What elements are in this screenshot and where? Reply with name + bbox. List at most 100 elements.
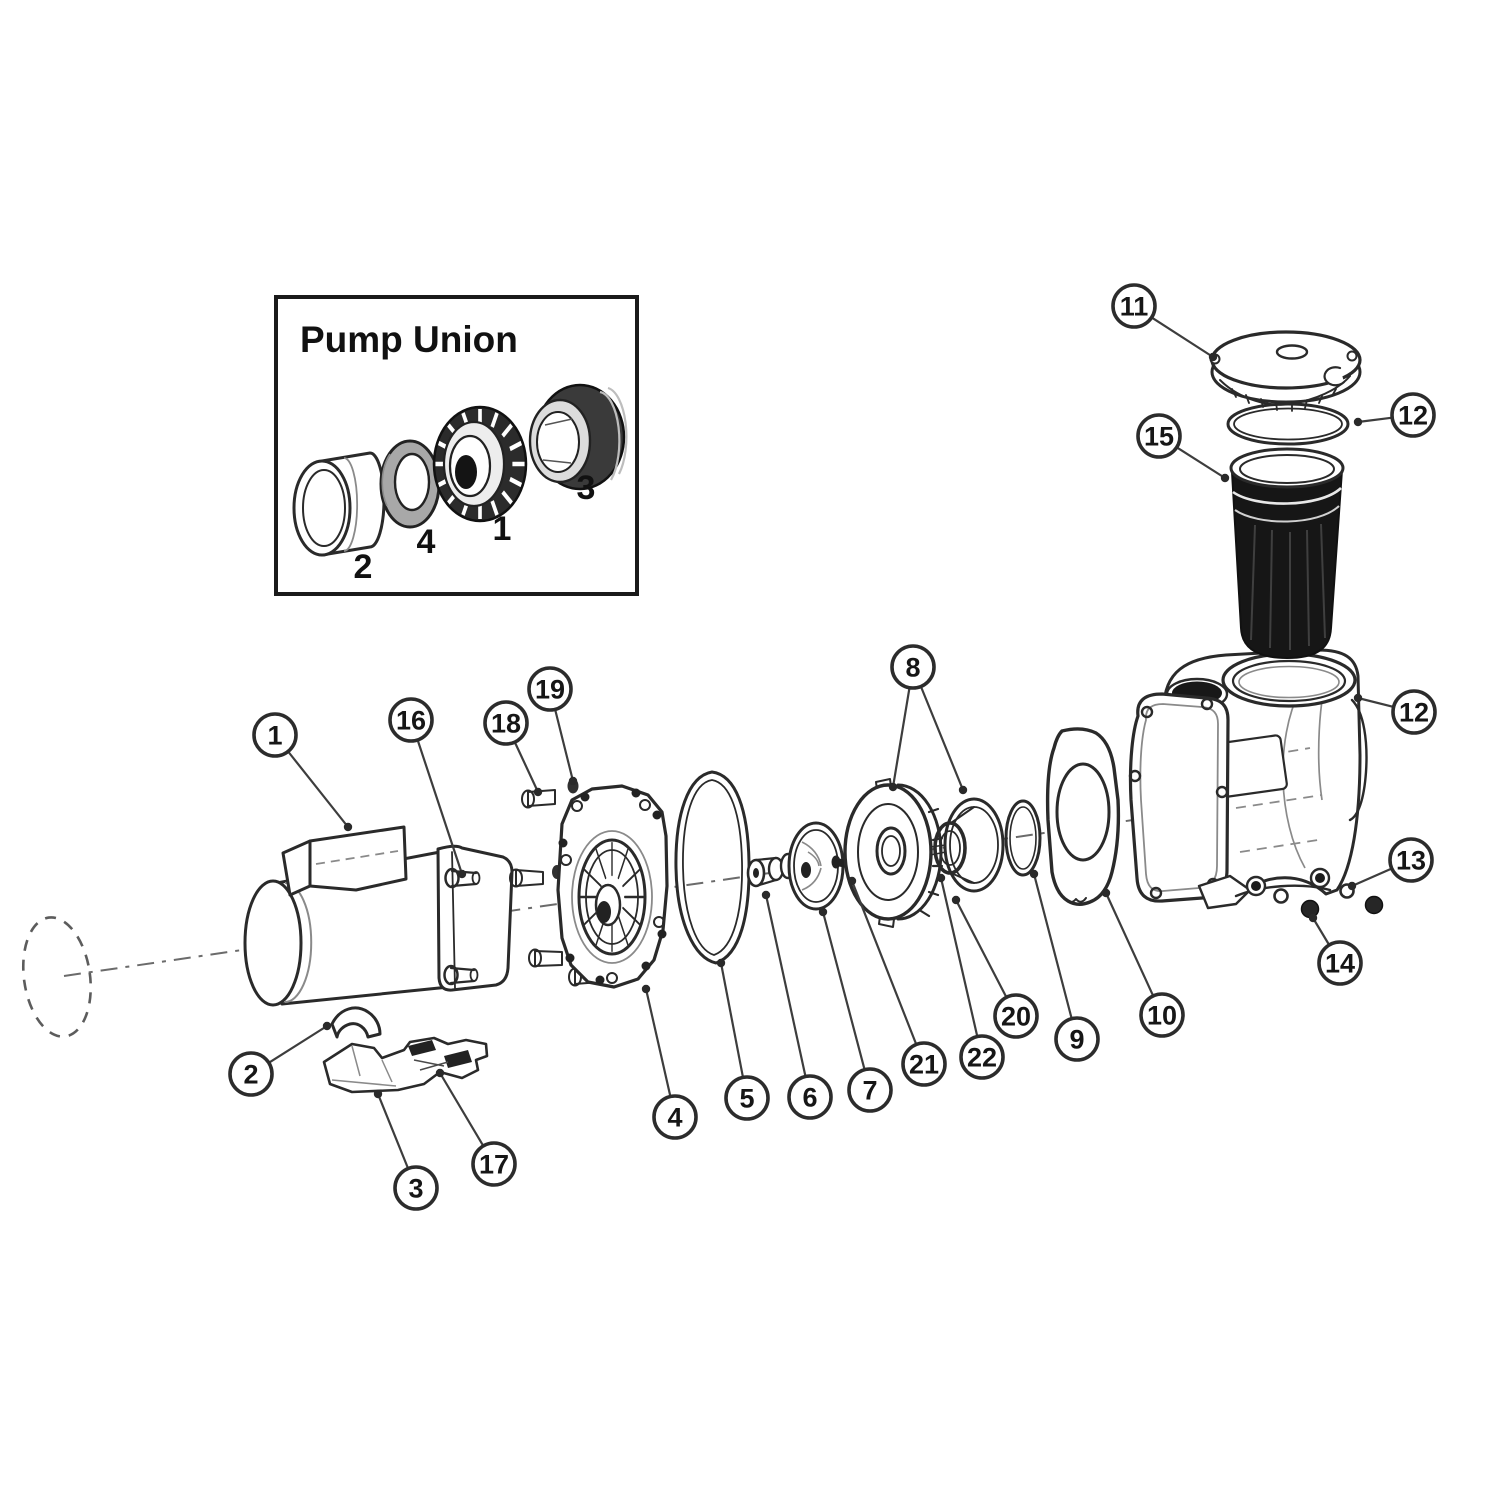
callout-number: 4 [667, 1103, 682, 1133]
callout-22: 22 [936, 873, 1005, 1080]
drain-plug-o-ring [1273, 888, 1289, 904]
callout-number: 1 [267, 721, 282, 751]
callout-bubble [847, 1067, 893, 1113]
callout-leader-line [1357, 696, 1394, 708]
callout-number: 19 [535, 675, 565, 705]
callout-number: 5 [739, 1084, 754, 1114]
callout-leader-line [891, 687, 911, 788]
callout-17: 17 [435, 1068, 517, 1187]
union-adapter [528, 383, 628, 491]
callout-number: 21 [909, 1050, 939, 1080]
callout-leader-line [376, 1093, 410, 1169]
callout-18: 18 [483, 700, 543, 797]
callout-bubble [1136, 413, 1182, 459]
callout-leader-line [764, 894, 807, 1077]
callout-leader-line [554, 709, 575, 782]
callout-bubble [228, 1051, 274, 1097]
drain-boss [1245, 867, 1331, 897]
callout-leader-line [1357, 416, 1393, 424]
callout-number: 12 [1399, 698, 1429, 728]
callout-leader-line [439, 1072, 485, 1147]
callout-number: 17 [479, 1150, 509, 1180]
diffuser-o-ring [1004, 799, 1042, 877]
union-part-label-3: 3 [577, 469, 596, 507]
callout-12: 12 [1353, 392, 1436, 438]
pump-base [322, 1036, 489, 1094]
seal-plate [556, 784, 669, 989]
callout-number: 11 [1120, 292, 1149, 322]
callout-3: 3 [373, 1089, 439, 1211]
callout-bubble [901, 1041, 947, 1087]
callout-bubble [1391, 689, 1437, 735]
callout-target-dot [1208, 352, 1218, 362]
union-part-label-1: 1 [493, 510, 512, 548]
callout-number: 16 [396, 706, 426, 736]
callout-leader-line [919, 686, 965, 791]
callout-target-dot [457, 869, 467, 879]
callout-bubble [959, 1034, 1005, 1080]
pump-housing [1128, 648, 1384, 919]
bolt [509, 868, 544, 888]
housing-foot [1197, 874, 1252, 910]
callout-leader-line [821, 911, 866, 1070]
callout-bubble [1317, 940, 1363, 986]
callout-leader-line [416, 739, 464, 875]
callout-target-dot [568, 776, 578, 786]
callout-number: 15 [1144, 422, 1174, 452]
callout-number: 8 [905, 653, 920, 683]
callout-target-dot [373, 1089, 383, 1099]
callout-leader-line [1151, 316, 1214, 358]
union-gasket [379, 439, 441, 529]
callout-target-dot [936, 873, 946, 883]
callout-bubble [252, 712, 298, 758]
callout-bubble [527, 666, 573, 712]
diffuser-wear-ring [933, 797, 1005, 893]
callout-target-dot [1101, 888, 1111, 898]
callout-target-dot [1353, 693, 1363, 703]
pump-union-inset: Pump Union [274, 295, 639, 596]
callout-16: 16 [388, 697, 467, 879]
callout-11: 11 [1111, 283, 1218, 362]
callout-number: 9 [1069, 1025, 1084, 1055]
union-coupling [292, 451, 386, 557]
callout-leader-line [1032, 873, 1073, 1019]
callout-bubble [483, 700, 529, 746]
drain-plug [1300, 899, 1320, 919]
callout-7: 7 [818, 907, 893, 1113]
callout-20: 20 [951, 895, 1039, 1039]
callout-number: 22 [967, 1043, 997, 1073]
inset-title: Pump Union [300, 319, 518, 360]
lid-o-ring [1226, 402, 1350, 446]
callout-leader-line [1105, 892, 1155, 997]
housing-mounting-face [1128, 692, 1230, 903]
callout-leader-line [1176, 446, 1226, 479]
callout-target-dot [716, 958, 726, 968]
callout-leader-line [644, 988, 672, 1097]
callout-leader-line [719, 962, 745, 1078]
callout-1: 1 [252, 712, 353, 832]
callout-leader-line [513, 741, 539, 793]
callout-leader-line [1312, 917, 1331, 946]
callout-bubble [1111, 283, 1157, 329]
callout-bubble [1139, 992, 1185, 1038]
bolt [528, 948, 563, 968]
callout-bubble [1054, 1016, 1100, 1062]
strainer-lid [1209, 330, 1362, 412]
callout-6: 6 [761, 890, 833, 1120]
callout-leader-line [287, 750, 349, 828]
shaft-seal [746, 856, 785, 888]
callout-number: 3 [408, 1174, 423, 1204]
housing-gasket [1045, 727, 1121, 906]
callout-target-dot [847, 876, 857, 886]
callout-target-dot [958, 785, 968, 795]
callout-leader-line [850, 880, 918, 1045]
callout-target-dot [761, 890, 771, 900]
callout-15: 15 [1136, 413, 1230, 483]
callout-13: 13 [1347, 837, 1434, 891]
callout-10: 10 [1101, 888, 1185, 1038]
callout-bubble [890, 644, 936, 690]
callout-target-dot [888, 782, 898, 792]
